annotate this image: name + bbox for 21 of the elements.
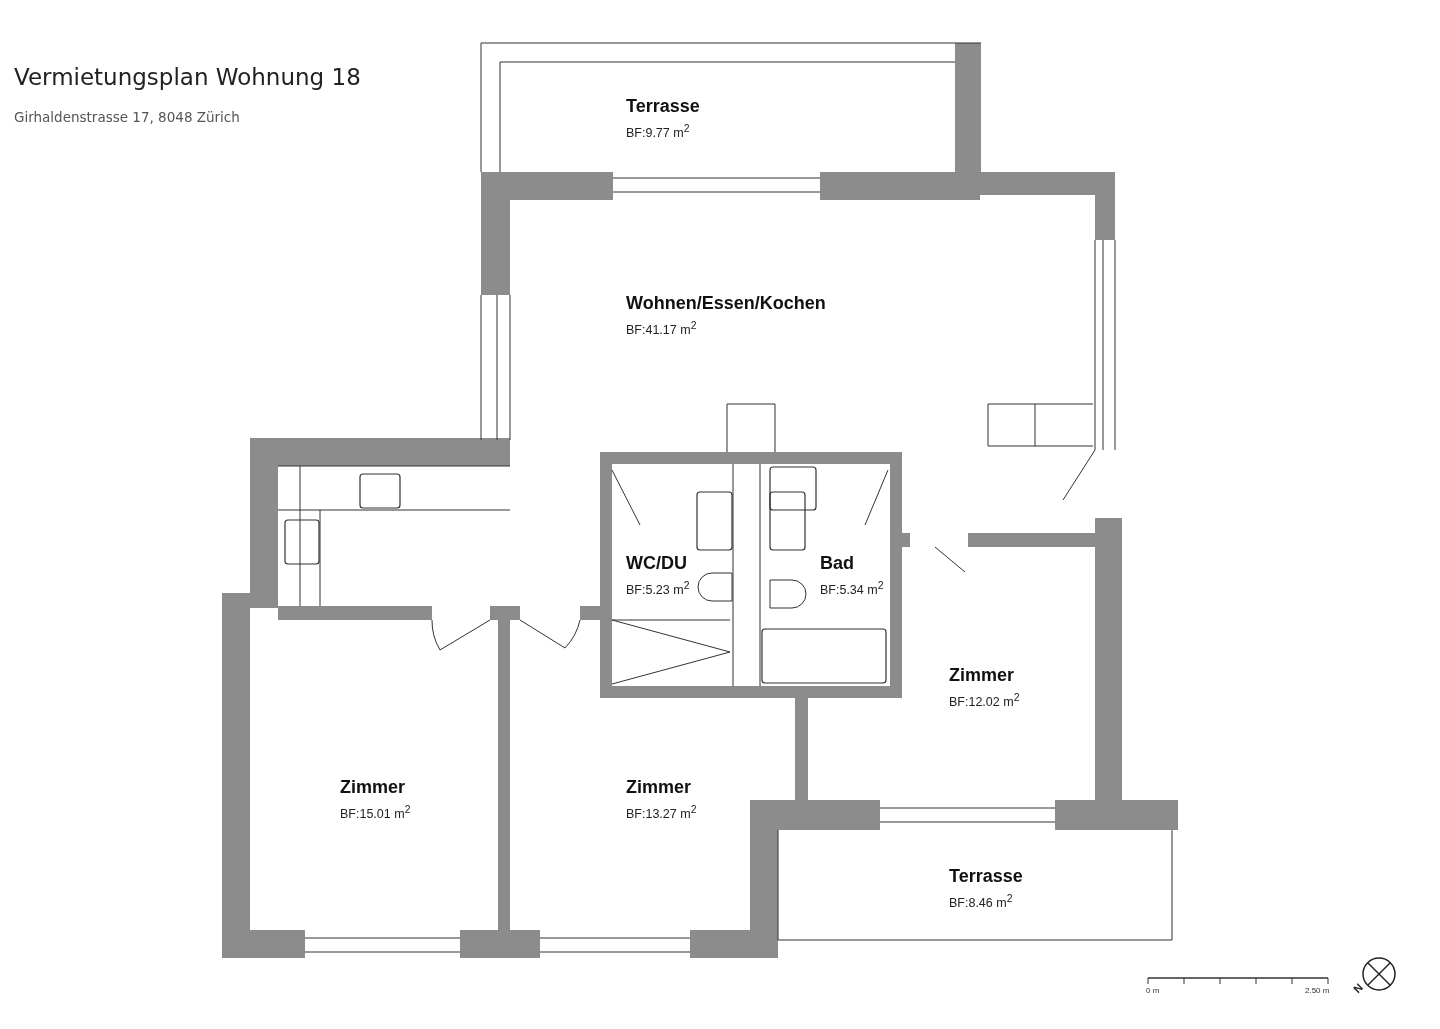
floor-area-label: BF:5.34 m$^{2}$ xyxy=(820,580,884,598)
room-name: Zimmer xyxy=(340,777,407,798)
floor-area-label: BF:13.27 m$^{2}$ xyxy=(626,804,697,822)
floor-area-label: BF:15.01 m$^{2}$ xyxy=(340,804,411,822)
room-name: Zimmer xyxy=(626,777,693,798)
address-subtitle: Girhaldenstrasse 17, 8048 Zürich xyxy=(14,109,240,125)
plan-title: Vermietungsplan Wohnung 18 xyxy=(14,64,361,90)
floor-area-label: BF:12.02 m$^{2}$ xyxy=(949,692,1020,710)
floor-area-label: BF:8.46 m$^{2}$ xyxy=(949,893,1014,911)
room-name: Wohnen/Essen/Kochen xyxy=(626,293,826,314)
room-name: WC/DU xyxy=(626,553,688,574)
room-name: Terrasse xyxy=(626,96,700,117)
floor-area-label: BF:5.23 m$^{2}$ xyxy=(626,580,690,598)
room-name: Zimmer xyxy=(949,665,1016,686)
room-name: Terrasse xyxy=(949,866,1023,887)
room-name: Bad xyxy=(820,553,855,574)
floor-area-label: BF:9.77 m$^{2}$ xyxy=(626,123,691,141)
scale-label: 2.50 m xyxy=(1305,986,1330,995)
north-label: N xyxy=(1350,980,1366,996)
scale-label: 0 m xyxy=(1146,986,1160,995)
floor-area-label: BF:41.17 m$^{2}$ xyxy=(626,320,698,338)
